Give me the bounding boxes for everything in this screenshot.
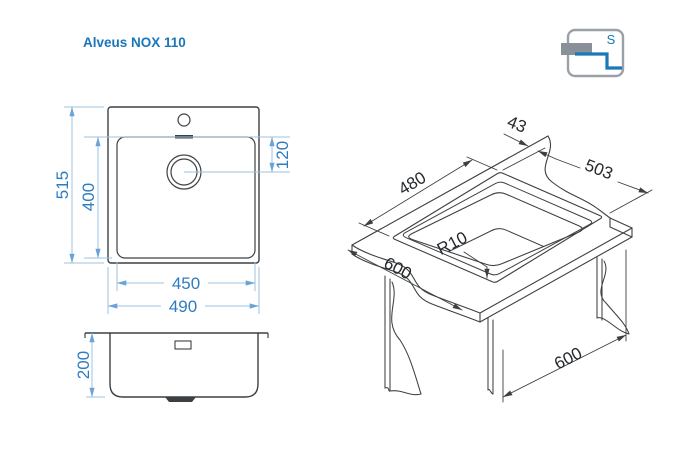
cutout-edge	[392, 172, 603, 283]
overflow-side	[174, 340, 192, 350]
radius-leader	[463, 251, 488, 268]
iso-dimensions: 480 43 503 R10 600 600	[347, 112, 653, 403]
tap-hole	[177, 113, 191, 127]
logo-worktop-block	[561, 43, 592, 55]
rim-edge	[402, 181, 593, 276]
page-title: Alveus NOX 110	[83, 35, 186, 50]
dim-cutout-length: 503	[582, 155, 615, 183]
dim-cabinet-width: 600	[551, 343, 585, 373]
drain-fitting	[165, 397, 196, 402]
dim-corner-radius: R10	[434, 228, 470, 259]
cabinet-break-left	[391, 281, 422, 395]
top-view: 515 400 120 450 490	[53, 106, 292, 316]
dim-edge-gap: 43	[505, 112, 530, 137]
bowl-floor-edge	[408, 228, 583, 266]
worktop-thickness-break	[351, 253, 481, 323]
dim-line-600-top	[347, 249, 463, 311]
dim-line-503	[617, 181, 649, 194]
worktop-break-left	[351, 244, 481, 314]
dim-line-480	[363, 159, 473, 227]
dim-drain-offset: 120	[273, 141, 292, 169]
dim-line-600-bottom	[502, 334, 627, 398]
cabinet	[384, 256, 630, 396]
dim-overall-width: 490	[169, 297, 197, 316]
logo-letter: S	[607, 32, 616, 47]
dim-bowl-depth: 200	[74, 351, 93, 379]
worktop-break-back	[544, 135, 611, 219]
dim-overall-height: 515	[53, 171, 72, 199]
iso-view: 480 43 503 R10 600 600	[347, 112, 653, 403]
side-view: 200	[74, 332, 269, 402]
dim-bowl-width: 450	[172, 274, 200, 293]
logo-sink-profile-icon	[575, 52, 622, 70]
bowl-profile	[109, 333, 259, 398]
dim-line-43b	[537, 150, 557, 160]
bowl-opening	[408, 192, 583, 267]
sink-outline	[107, 106, 260, 264]
sink-in-cutout	[392, 172, 603, 283]
cabinet-break-right	[600, 260, 630, 335]
dim-bowl-height: 400	[79, 183, 98, 211]
dim-line-43a	[503, 133, 529, 147]
dim-cutout-width: 480	[395, 168, 429, 199]
bowl-interior	[408, 228, 583, 266]
mount-type-logo: S	[561, 28, 625, 78]
dim-worktop-depth: 600	[381, 253, 415, 283]
